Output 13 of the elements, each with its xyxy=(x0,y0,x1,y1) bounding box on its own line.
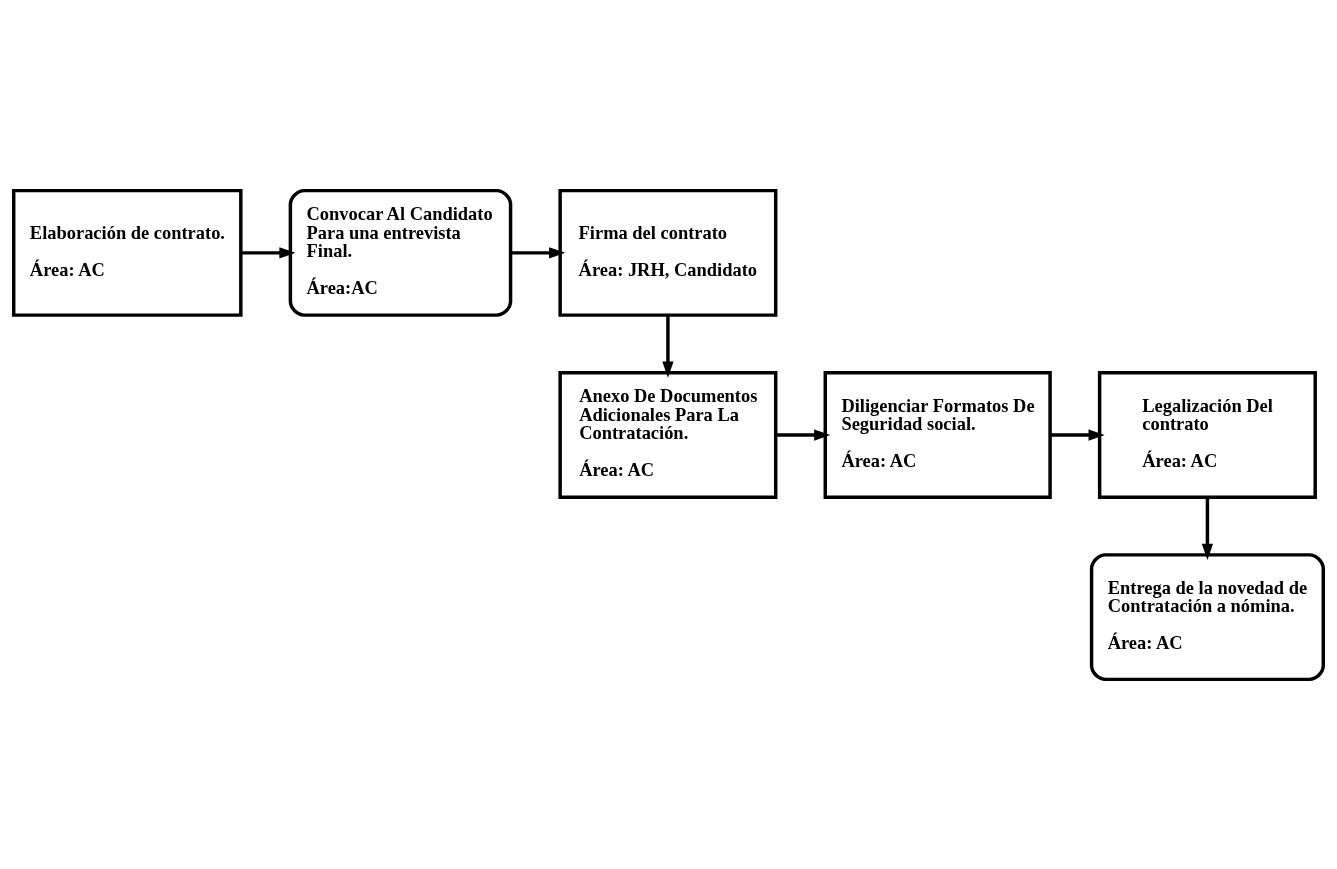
arrow xyxy=(776,428,831,441)
arrow xyxy=(241,246,296,259)
node-box: Elaboración de contrato. Área: AC xyxy=(12,188,243,317)
arrow xyxy=(1201,497,1214,560)
node-box: Diligenciar Formatos De Seguridad social. Área: AC xyxy=(823,370,1052,499)
node-box: Convocar Al Candidato Para una entrevista Final. Área:AC xyxy=(288,188,513,317)
arrow xyxy=(662,315,674,378)
arrow xyxy=(510,246,566,259)
node-box: Anexo De Documentos Adicionales Para La Contratación. Área: AC xyxy=(558,370,778,499)
arrow xyxy=(1050,428,1105,441)
node-box: Firma del contrato Área: JRH, Candidato xyxy=(558,188,778,317)
node-box: Entrega de la novedad de Contratación a nómina. Área: AC xyxy=(1089,552,1325,681)
node-box: Legalización Del contrato Área: AC xyxy=(1097,370,1317,499)
